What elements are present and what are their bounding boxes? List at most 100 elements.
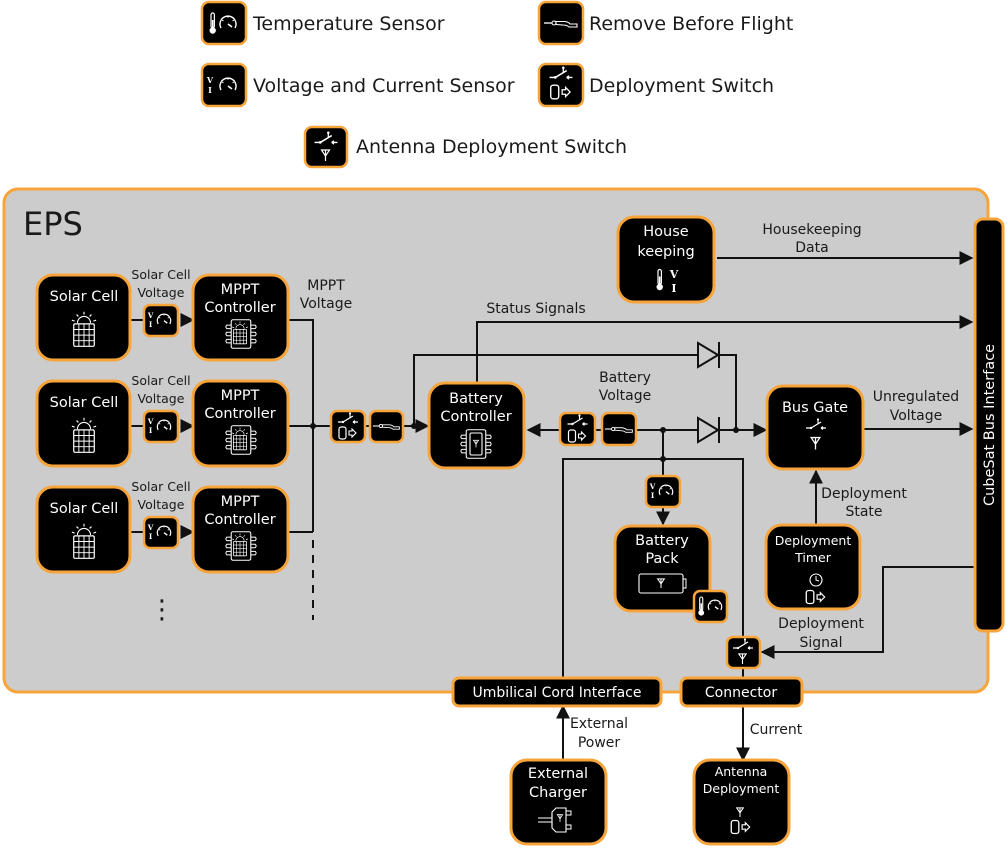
remove-before-flight-icon: [600, 411, 638, 447]
external-power-label: Power: [578, 735, 621, 751]
voltage-current-sensor-icon: [200, 62, 248, 108]
solar-voltage-sensor-1: Solar Cell Voltage: [131, 267, 191, 338]
umbilical-cord-interface: Umbilical Cord Interface: [451, 676, 663, 708]
legend-label: Remove Before Flight: [589, 13, 793, 35]
eps-title: EPS: [23, 205, 83, 243]
temperature-sensor-icon: [200, 0, 248, 46]
solar-cell-1: Solar Cell: [35, 273, 132, 362]
svg-text:CubeSat Bus Interface: CubeSat Bus Interface: [982, 344, 998, 506]
legend-label: Deployment Switch: [589, 75, 774, 97]
solar-voltage-sensor-3: Solar Cell Voltage: [131, 479, 191, 550]
antenna-deployment-switch-icon: [303, 125, 349, 169]
svg-text:External: External: [528, 766, 588, 782]
legend-item-antenna-deployment-switch: Antenna Deployment Switch: [303, 125, 627, 169]
legend: Temperature Sensor Remove Before Flight …: [200, 0, 793, 169]
battery-remove-before-flight: [600, 411, 638, 447]
svg-text:House: House: [643, 224, 689, 240]
svg-text:keeping: keeping: [637, 244, 694, 260]
deployment-timer: Deployment Timer: [764, 523, 862, 611]
more-cells-ellipsis: ⋮: [149, 595, 175, 625]
svg-text:MPPT: MPPT: [221, 388, 260, 404]
mppt-voltage-label: MPPT: [307, 278, 345, 294]
housekeeping: House keeping V I: [616, 215, 716, 304]
remove-before-flight-icon: [537, 0, 585, 46]
legend-label: Antenna Deployment Switch: [356, 136, 627, 158]
current-label: Current: [750, 722, 803, 738]
wires: [130, 251, 975, 762]
solar-cell-label: Solar Cell: [50, 395, 119, 411]
deployment-signal-label: Deployment: [778, 616, 864, 632]
mppt-controller-3: MPPT Controller: [191, 485, 290, 574]
battery-deployment-switch: [558, 411, 597, 447]
plug-icon: [538, 807, 572, 833]
svg-text:Antenna: Antenna: [715, 764, 768, 779]
svg-text:Solar Cell: Solar Cell: [131, 479, 190, 494]
svg-text:Umbilical Cord Interface: Umbilical Cord Interface: [473, 685, 642, 701]
deployment-switch-icon: [329, 409, 367, 444]
mppt-controller-1: MPPT Controller: [191, 273, 290, 362]
battery-temperature-sensor: [692, 589, 729, 624]
housekeeping-data-label: Data: [795, 240, 828, 256]
svg-text:Bus Gate: Bus Gate: [782, 400, 848, 416]
legend-item-temperature-sensor: Temperature Sensor: [200, 0, 445, 46]
legend-label: Voltage and Current Sensor: [253, 75, 515, 97]
clock-icon: [809, 573, 823, 587]
bus-gate: Bus Gate: [765, 384, 865, 471]
diode-top: [697, 341, 720, 369]
svg-text:I: I: [671, 282, 676, 295]
svg-text:Solar Cell: Solar Cell: [131, 373, 190, 388]
svg-text:Voltage: Voltage: [138, 391, 185, 406]
deployment-switch-icon: [537, 62, 585, 108]
battery-pack: Battery Pack: [613, 524, 712, 613]
antenna-deployment-switch: [725, 635, 762, 670]
legend-label: Temperature Sensor: [252, 13, 445, 35]
solar-deployment-switch: [329, 409, 367, 444]
mppt-controller-2: MPPT Controller: [191, 379, 290, 468]
svg-text:Voltage: Voltage: [138, 285, 185, 300]
legend-item-remove-before-flight: Remove Before Flight: [537, 0, 793, 46]
solar-cell-2: Solar Cell: [35, 379, 132, 468]
svg-text:Pack: Pack: [645, 551, 679, 567]
deployment-state-label: Deployment: [821, 486, 907, 502]
remove-before-flight-icon: [368, 409, 405, 444]
svg-text:Battery: Battery: [449, 391, 503, 407]
antenna-deployment-switch-icon: [725, 635, 762, 670]
mppt-voltage-label: Voltage: [300, 296, 353, 312]
svg-text:V: V: [669, 268, 679, 281]
battery-voltage-label: Voltage: [599, 388, 652, 404]
status-signals-label: Status Signals: [486, 301, 585, 317]
legend-item-deployment-switch: Deployment Switch: [537, 62, 774, 108]
svg-text:Controller: Controller: [204, 512, 275, 528]
battery-voltage-label: Battery: [599, 370, 651, 386]
diode-bottom: [697, 416, 720, 444]
solar-voltage-sensor-2: Solar Cell Voltage: [131, 373, 191, 444]
unregulated-voltage-label: Unregulated: [873, 389, 959, 405]
svg-text:Solar Cell: Solar Cell: [131, 267, 190, 282]
deployment-signal-label: Signal: [799, 635, 842, 651]
external-charger: External Charger: [509, 758, 608, 846]
housekeeping-data-label: Housekeeping: [762, 222, 861, 238]
svg-text:Timer: Timer: [794, 550, 832, 565]
svg-text:Battery: Battery: [635, 533, 689, 549]
solar-remove-before-flight: [368, 409, 405, 444]
unregulated-voltage-label: Voltage: [890, 408, 943, 424]
svg-text:Deployment: Deployment: [775, 533, 852, 548]
svg-text:Controller: Controller: [204, 300, 275, 316]
external-power-label: External: [570, 716, 628, 732]
svg-text:Deployment: Deployment: [703, 781, 780, 796]
solar-cell-label: Solar Cell: [50, 289, 119, 305]
svg-text:Controller: Controller: [204, 406, 275, 422]
svg-text:Controller: Controller: [440, 409, 511, 425]
connector: Connector: [679, 676, 804, 708]
battery-voltage-sensor: [644, 474, 682, 509]
battery-controller: Battery Controller: [427, 381, 526, 470]
deployment-switch-icon: [558, 411, 597, 447]
solar-cell-3: Solar Cell: [35, 485, 132, 574]
solar-cell-label: Solar Cell: [50, 501, 119, 517]
svg-text:Charger: Charger: [529, 785, 587, 801]
svg-text:Connector: Connector: [705, 685, 777, 701]
antenna-deployment: Antenna Deployment: [692, 758, 791, 846]
cubesat-bus-interface: CubeSat Bus Interface: [973, 217, 1005, 633]
svg-text:MPPT: MPPT: [221, 494, 260, 510]
